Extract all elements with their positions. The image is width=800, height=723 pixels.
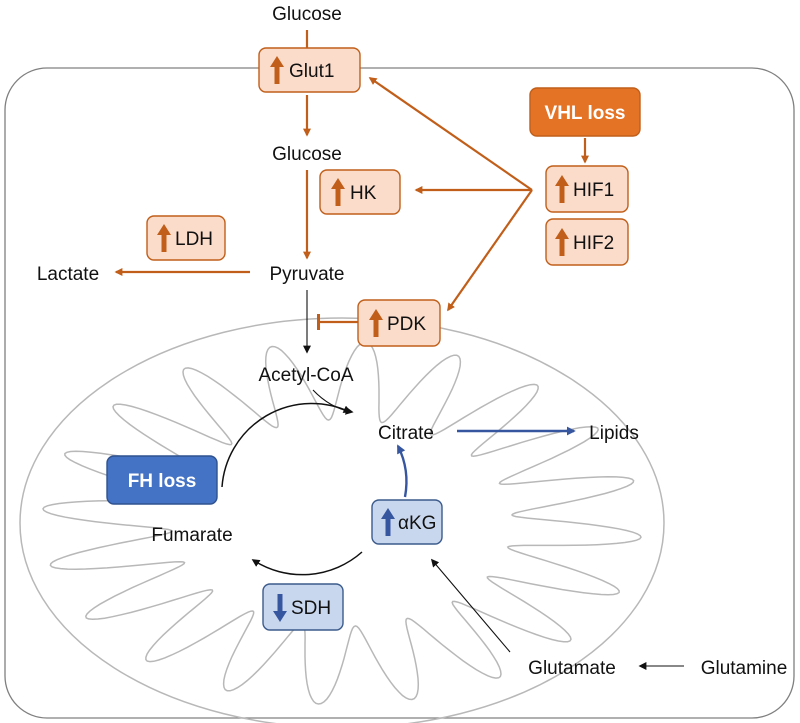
label-lactate: Lactate xyxy=(37,264,99,285)
pdk-label: PDK xyxy=(387,314,426,335)
glut1-box: Glut1 xyxy=(258,47,361,93)
arrow-hif-to-glut1 xyxy=(368,77,533,191)
up-arrow-icon xyxy=(555,228,569,256)
vhl-loss-label: VHL loss xyxy=(545,103,626,124)
up-arrow-icon xyxy=(555,175,569,203)
arrow-akg-to-citrate xyxy=(396,444,408,498)
tca-cycle-arc-lower xyxy=(251,551,363,576)
up-arrow-icon xyxy=(331,178,345,206)
label-citrate: Citrate xyxy=(378,423,434,444)
hif2-box: HIF2 xyxy=(545,218,629,266)
hk-label: HK xyxy=(350,183,377,204)
up-arrow-icon xyxy=(381,508,395,536)
up-arrow-icon xyxy=(157,224,171,252)
mitochondrion-outer-membrane xyxy=(19,317,665,723)
label-glucose-inside: Glucose xyxy=(272,144,342,165)
mitochondrion-cristae xyxy=(42,341,642,705)
akg-box: αKG xyxy=(371,499,443,545)
down-arrow-icon xyxy=(273,594,287,622)
label-fumarate: Fumarate xyxy=(151,525,232,546)
arrow-glutamate-to-akg xyxy=(430,558,511,653)
hif1-label: HIF1 xyxy=(573,180,614,201)
vhl-loss-box: VHL loss xyxy=(529,87,641,137)
pdk-box: PDK xyxy=(357,299,441,347)
hk-box: HK xyxy=(319,169,401,215)
arrow-hif-to-pdk xyxy=(447,189,533,312)
glut1-label: Glut1 xyxy=(289,61,334,82)
hif1-box: HIF1 xyxy=(545,165,629,213)
label-pyruvate: Pyruvate xyxy=(270,264,345,285)
label-glutamine: Glutamine xyxy=(701,658,788,679)
label-lipids: Lipids xyxy=(589,423,639,444)
tca-cycle-arc-upper xyxy=(221,402,352,488)
akg-label: αKG xyxy=(398,513,436,534)
hif2-label: HIF2 xyxy=(573,233,614,254)
cell-membrane xyxy=(4,67,795,719)
up-arrow-icon xyxy=(270,56,284,84)
sdh-label: SDH xyxy=(291,598,331,619)
ldh-box: LDH xyxy=(146,215,226,261)
label-glutamate: Glutamate xyxy=(528,658,616,679)
ldh-label: LDH xyxy=(175,229,213,250)
sdh-box: SDH xyxy=(262,583,344,631)
label-acetyl-coa: Acetyl-CoA xyxy=(258,365,353,386)
label-glucose-outside: Glucose xyxy=(272,4,342,25)
up-arrow-icon xyxy=(369,309,383,337)
fh-loss-box: FH loss xyxy=(106,455,218,505)
fh-loss-label: FH loss xyxy=(128,471,197,492)
